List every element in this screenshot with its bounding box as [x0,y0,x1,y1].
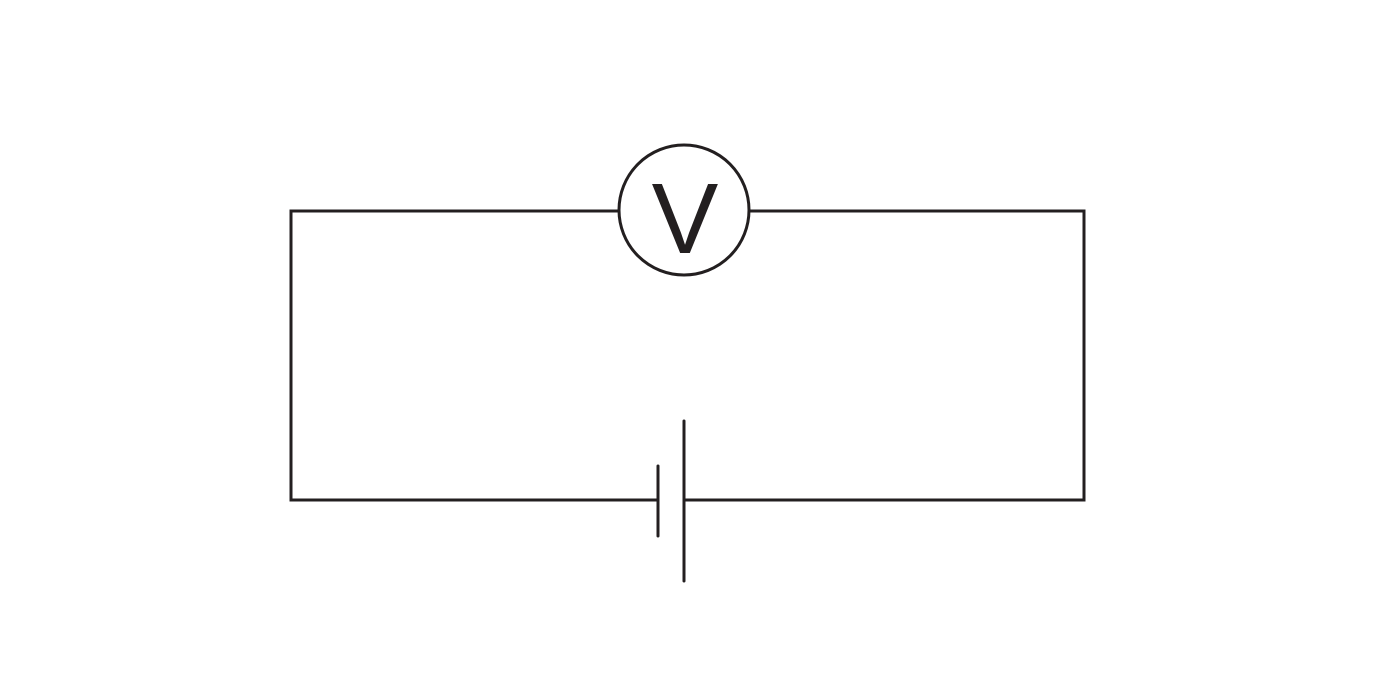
voltmeter-circle [617,143,751,277]
circuit-wires [289,209,1086,502]
battery-cell [656,419,686,583]
voltmeter: V [617,143,751,277]
voltmeter-label: V [652,163,719,275]
